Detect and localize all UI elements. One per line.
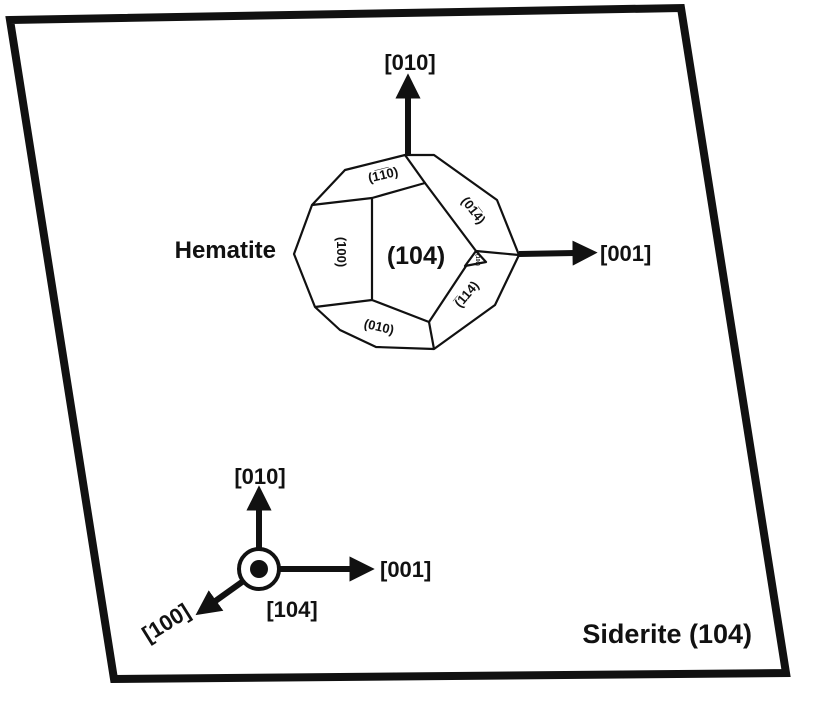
small-face — [463, 249, 488, 268]
hematite-label: Hematite — [175, 237, 276, 264]
edge-left-bottom — [314, 298, 373, 309]
edge-bottom — [427, 321, 436, 350]
crystal-axis-001-arrow — [518, 240, 598, 266]
siderite-label: Siderite (104) — [582, 619, 752, 649]
crystal-axis-001-label: [001] — [600, 241, 651, 266]
crystal-axis-010-label: [010] — [384, 50, 435, 75]
face-104 — [370, 181, 478, 324]
ref-axis-104-label: [104] — [266, 597, 317, 622]
face-top-label: (1̅1̅0) — [367, 164, 400, 185]
edge-top — [404, 154, 426, 184]
ref-axis-010-label: [010] — [234, 464, 285, 489]
ref-axis-001-label: [001] — [380, 557, 431, 582]
ref-axis-100-arrow — [195, 579, 244, 616]
ref-axis-104-dot — [250, 560, 268, 578]
edge-small-face — [475, 249, 520, 257]
edge-left-top — [311, 196, 373, 207]
small-face-label: (100) — [474, 254, 480, 266]
face-104-label: (104) — [387, 242, 445, 270]
face-left-label: (100) — [334, 237, 349, 267]
face-bottom-label: (010) — [363, 316, 396, 337]
